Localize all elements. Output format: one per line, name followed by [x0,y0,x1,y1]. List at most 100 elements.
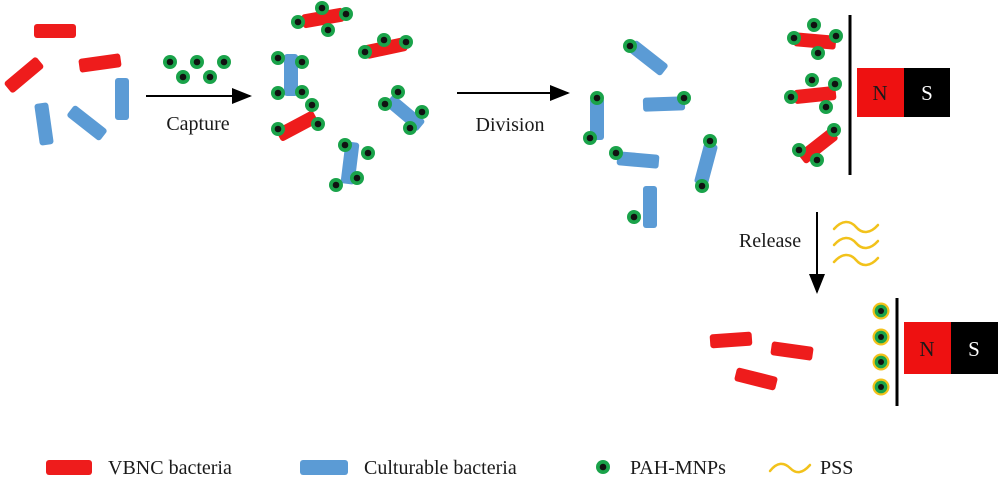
mnp-particle [291,15,305,29]
magnet-north-pole [904,322,951,374]
magnet-south-pole [951,322,998,374]
magnet-north-pole [857,68,904,117]
pss-coated-mnp [872,302,890,320]
legend-mnp-swatch [596,460,610,474]
division-label: Division [476,114,545,136]
pss-wave [832,253,880,267]
mnp-particle [805,73,819,87]
vbnc-bacterium [798,128,838,164]
vbnc-bacterium [276,111,318,141]
mnp-particle [703,134,717,148]
mnp-particle [829,29,843,43]
mnp-particle [378,97,392,111]
pss-coated-mnp [872,328,890,346]
culturable-bacterium [67,105,107,141]
free-mnp-group [163,55,231,84]
vbnc-bacterium [709,331,753,349]
pss-waves-group [832,220,880,267]
vbnc-bacterium [34,24,76,38]
released-bacteria-group [709,331,814,391]
initial-bacteria-group [4,24,129,146]
vbnc-bacterium [793,86,837,104]
culturable-bacterium [284,54,298,96]
mnp-particle [190,55,204,69]
mnp-particle [399,35,413,49]
magnet-bottom: N S [904,322,998,374]
mnp-particle [350,171,364,185]
magnet-north-label: N [919,337,934,361]
vbnc-bacterium [78,53,122,73]
mnp-particle [784,90,798,104]
mnp-particle [627,210,641,224]
culturable-bacterium [34,102,54,146]
vbnc-bacterium [770,341,814,361]
legend-vbnc-swatch [46,460,92,475]
legend: VBNC bacteria Culturable bacteria PAH-MN… [46,457,853,479]
magnet-south-label: S [921,81,933,105]
mnp-particle [271,86,285,100]
mnp-particle [828,77,842,91]
mnp-particle [311,117,325,131]
magnet-south-pole [904,68,950,117]
mnp-particle [315,1,329,15]
pss-coated-mnp [872,353,890,371]
legend-culturable-label: Culturable bacteria [364,457,517,479]
capture-label: Capture [166,113,229,135]
mnp-particle [271,122,285,136]
mnp-particle [583,131,597,145]
mnp-particle [695,179,709,193]
vbnc-bacterium [793,32,837,50]
mnp-particle [623,39,637,53]
mnp-particle [295,55,309,69]
mnp-particle [358,45,372,59]
mnp-particle [677,91,691,105]
mnp-particle [329,178,343,192]
mnp-particle [305,98,319,112]
mnp-particle [609,146,623,160]
magnet-south-label: S [968,337,980,361]
mnp-particle [339,7,353,21]
mnp-particle [590,91,604,105]
vbnc-bacterium [734,367,778,391]
captured-bacteria-group [271,1,429,192]
mnp-particle [217,55,231,69]
mnp-particle [415,105,429,119]
magnet-captured-group [784,18,843,167]
mnp-particle [321,23,335,37]
magnet-north-label: N [872,81,887,105]
coated-mnp-group [872,302,890,396]
legend-vbnc-label: VBNC bacteria [108,457,232,479]
legend-mnp-label: PAH-MNPs [630,457,726,479]
mnp-particle [403,121,417,135]
legend-pss-label: PSS [820,457,853,479]
mnp-particle [827,123,841,137]
mnp-particle [176,70,190,84]
mnp-particle [203,70,217,84]
mnp-particle [810,153,824,167]
pss-wave [832,220,880,234]
mnp-particle [271,51,285,65]
legend-culturable-swatch [300,460,348,475]
legend-pss-swatch [768,462,812,474]
culturable-bacterium [643,186,657,228]
vbnc-bacterium [4,57,44,93]
release-label: Release [739,230,801,252]
mnp-particle [163,55,177,69]
mnp-particle [295,85,309,99]
culturable-bacterium [385,95,425,131]
pss-wave [832,236,880,250]
culturable-bacterium [694,142,718,186]
mnp-particle [819,100,833,114]
pss-coated-mnp [872,378,890,396]
vbnc-bacterium [364,37,408,59]
vbnc-bacterium [301,7,345,29]
magnet-top: N S [857,68,950,117]
culturable-bacterium [115,78,129,120]
mnp-particle [377,33,391,47]
mnp-particle [391,85,405,99]
mnp-particle [807,18,821,32]
mnp-particle [338,138,352,152]
culturable-bacterium [642,96,686,112]
culturable-bacterium [590,98,604,140]
